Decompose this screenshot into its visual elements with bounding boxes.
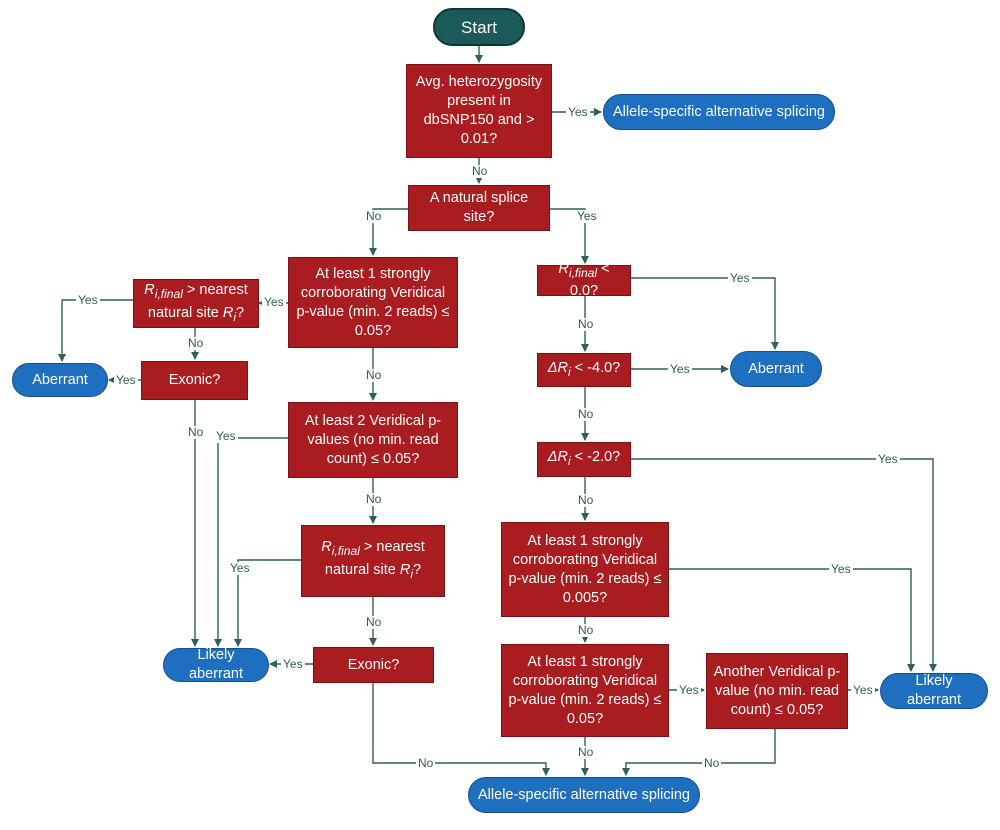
asas-bottom-terminal: Allele-specific alternative splicing bbox=[468, 777, 700, 813]
delta-2-text: ΔRi < -2.0? bbox=[547, 449, 621, 468]
right-strong-0005-decision: At least 1 strongly corroborating Veridi… bbox=[501, 522, 669, 617]
right-delta-2-decision: ΔRi < -2.0? bbox=[537, 442, 631, 477]
left-exonic-decision-1: Exonic? bbox=[141, 361, 248, 400]
avg-heterozygosity-decision: Avg. heterozygosity present in dbSNP150 … bbox=[406, 64, 552, 158]
edge-label-no: No bbox=[186, 425, 206, 439]
edge-label-no: No bbox=[576, 493, 596, 507]
right-rifinal-decision: Ri,final < 0.0? bbox=[537, 261, 631, 299]
edge-label-yes: Yes bbox=[228, 561, 252, 575]
edge-label-no: No bbox=[702, 756, 722, 770]
start-node: Start bbox=[433, 8, 525, 46]
left-rifinal-decision-2: Ri,final > nearest natural site Ri? bbox=[301, 525, 445, 597]
edge-label-yes: Yes bbox=[214, 429, 238, 443]
edge-label-yes: Yes bbox=[566, 105, 590, 119]
edge-label-yes: Yes bbox=[668, 362, 692, 376]
rifinal-2-text: Ri,final > nearest natural site Ri? bbox=[321, 539, 425, 581]
edge-label-yes: Yes bbox=[575, 209, 599, 223]
left-rifinal-decision-1: Ri,final > nearest natural site Ri? bbox=[133, 279, 259, 328]
edge-label-yes: Yes bbox=[829, 562, 853, 576]
right-delta-4-decision: ΔRi < -4.0? bbox=[537, 353, 631, 387]
asas-top-terminal: Allele-specific alternative splicing bbox=[603, 94, 835, 130]
edge-label-no: No bbox=[364, 492, 384, 506]
edge-label-yes: Yes bbox=[76, 293, 100, 307]
edge-label-no: No bbox=[576, 745, 596, 759]
right-rifinal-text: Ri,final < 0.0? bbox=[558, 260, 610, 300]
right-likely-aberrant-terminal: Likely aberrant bbox=[880, 673, 988, 709]
edge-label-no: No bbox=[364, 615, 384, 629]
edge-label-yes: Yes bbox=[262, 295, 286, 309]
edge-label-no: No bbox=[576, 623, 596, 637]
edge-label-yes: Yes bbox=[114, 373, 138, 387]
right-another-veridical-decision: Another Veridical p-value (no min. read … bbox=[706, 653, 848, 729]
left-likely-aberrant-terminal: Likely aberrant bbox=[163, 647, 269, 682]
left-aberrant-terminal: Aberrant bbox=[12, 363, 108, 397]
delta-4-text: ΔRi < -4.0? bbox=[547, 359, 621, 379]
natural-splice-site-decision: A natural splice site? bbox=[408, 185, 550, 231]
edge-label-yes: Yes bbox=[728, 271, 752, 285]
edge-label-yes: Yes bbox=[851, 683, 875, 697]
edge-label-no: No bbox=[470, 164, 490, 178]
right-strong-005-decision: At least 1 strongly corroborating Veridi… bbox=[501, 644, 669, 737]
edge-label-no: No bbox=[186, 336, 206, 350]
left-atleast2-decision: At least 2 Veridical p-values (no min. r… bbox=[288, 402, 458, 478]
edge-label-no: No bbox=[364, 368, 384, 382]
left-strong-005-decision: At least 1 strongly corroborating Veridi… bbox=[288, 257, 458, 348]
edge-label-yes: Yes bbox=[677, 683, 701, 697]
edge-label-yes: Yes bbox=[281, 657, 305, 671]
right-aberrant-terminal: Aberrant bbox=[730, 351, 822, 387]
edge-label-no: No bbox=[416, 756, 436, 770]
edge-label-no: No bbox=[576, 317, 596, 331]
left-exonic-decision-2: Exonic? bbox=[313, 647, 434, 683]
edge-label-yes: Yes bbox=[876, 452, 900, 466]
edge-label-no: No bbox=[576, 407, 596, 421]
rifinal-1-text: Ri,final > nearest natural site Ri? bbox=[144, 281, 248, 324]
edge-label-no: No bbox=[364, 209, 384, 223]
